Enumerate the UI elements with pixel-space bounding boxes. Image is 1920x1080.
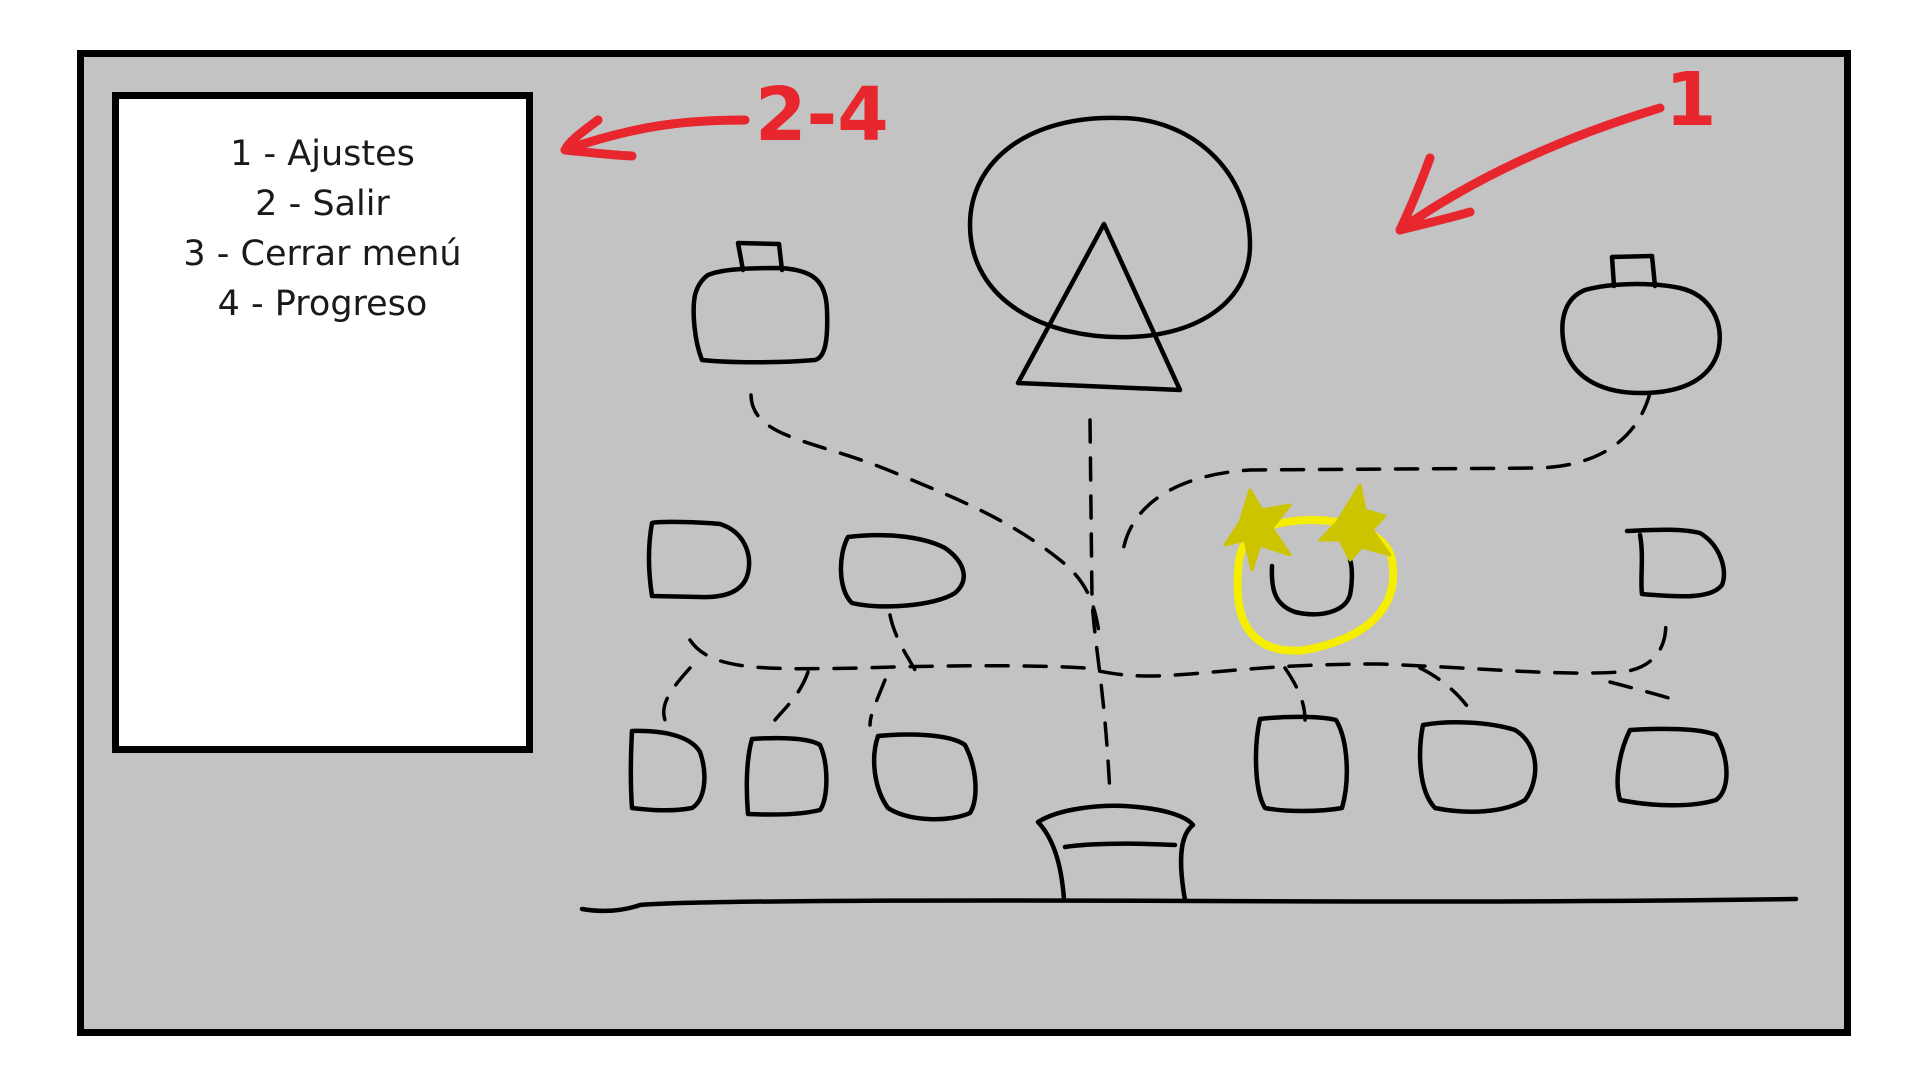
top-left-objective-node[interactable] — [691, 240, 830, 365]
top-center-boss-node[interactable] — [967, 115, 1253, 393]
level-node-row3-6[interactable] — [1615, 726, 1729, 808]
level-node-row2-1[interactable] — [646, 519, 752, 600]
menu-item-exit[interactable]: 2 - Salir — [255, 184, 390, 224]
level-node-row2-4[interactable] — [1624, 527, 1727, 599]
triangle-in-circle-icon — [1015, 221, 1183, 393]
pause-menu-list: 1 - Ajustes 2 - Salir 3 - Cerrar menú 4 … — [119, 129, 526, 329]
level-node-row3-5[interactable] — [1417, 720, 1538, 814]
level-node-row3-1[interactable] — [628, 728, 707, 813]
level-node-row2-2[interactable] — [838, 532, 966, 609]
menu-item-settings[interactable]: 1 - Ajustes — [230, 134, 415, 174]
level-node-row3-2[interactable] — [744, 735, 829, 817]
level-node-row3-3[interactable] — [871, 732, 978, 822]
level-node-row3-4[interactable] — [1253, 714, 1350, 814]
menu-item-progress[interactable]: 4 - Progreso — [217, 284, 428, 324]
level-node-row2-3-current[interactable] — [1223, 483, 1398, 655]
top-right-objective-node[interactable] — [1560, 253, 1722, 396]
pause-menu-panel: 1 - Ajustes 2 - Salir 3 - Cerrar menú 4 … — [112, 92, 533, 753]
menu-item-close-menu[interactable]: 3 - Cerrar menú — [183, 234, 462, 274]
start-node[interactable] — [1035, 803, 1196, 903]
